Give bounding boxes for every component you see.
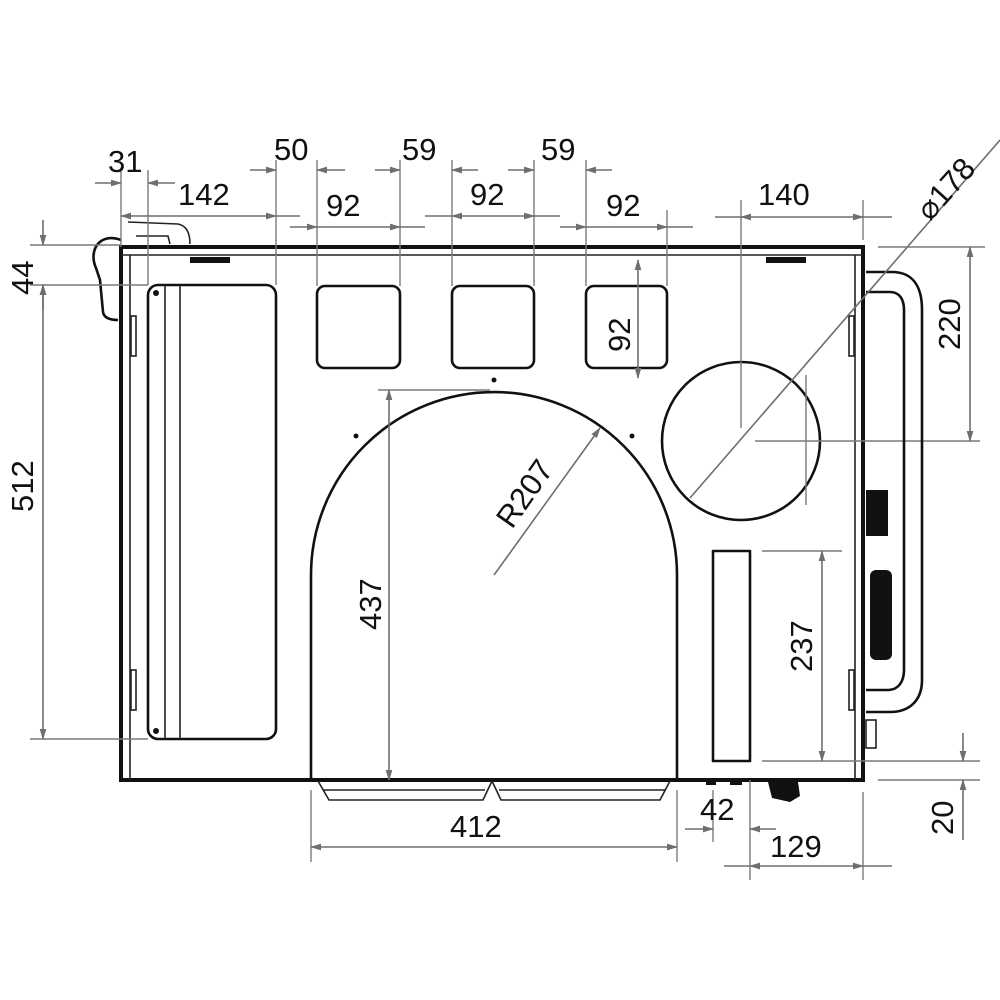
left-panel xyxy=(146,283,278,741)
dim-92-c: 92 xyxy=(606,188,640,223)
dim-140: 140 xyxy=(758,177,810,212)
dim-92-a: 92 xyxy=(326,188,360,223)
dim-92-vertical: 92 xyxy=(602,318,637,352)
right-handle xyxy=(865,270,924,749)
arch-outline xyxy=(309,390,679,780)
bottom-foot xyxy=(768,782,800,802)
dim-412: 412 xyxy=(450,809,502,844)
dim-129: 129 xyxy=(770,829,822,864)
arched-opening xyxy=(309,377,679,801)
top-clip-left xyxy=(190,257,230,263)
square-opening-3 xyxy=(584,284,669,370)
dimension-lines xyxy=(30,139,1000,880)
dim-92-b: 92 xyxy=(470,177,504,212)
dim-437: 437 xyxy=(353,578,388,630)
top-clip-right xyxy=(766,257,806,263)
square-opening-1 xyxy=(315,284,402,370)
dim-diameter-178: ⌀178 xyxy=(909,151,982,227)
dim-31: 31 xyxy=(108,144,142,179)
dim-42: 42 xyxy=(700,792,734,827)
vertical-slot xyxy=(711,549,752,763)
left-panel-opening xyxy=(146,283,278,741)
latch-upper xyxy=(866,490,888,536)
dim-512: 512 xyxy=(5,460,40,512)
bottom-tray xyxy=(317,779,671,801)
dim-142: 142 xyxy=(178,177,230,212)
dim-59-a: 59 xyxy=(402,132,436,167)
dim-50: 50 xyxy=(274,132,308,167)
dimension-labels: 31 142 50 92 59 92 59 92 140 ⌀178 44 512… xyxy=(5,132,982,864)
square-openings xyxy=(315,284,669,370)
square-opening-2 xyxy=(450,284,536,370)
dim-44: 44 xyxy=(5,261,40,295)
dim-r207: R207 xyxy=(489,453,560,534)
latch-lower xyxy=(870,570,892,660)
dim-237: 237 xyxy=(784,620,819,672)
dim-220: 220 xyxy=(932,298,967,350)
dim-20: 20 xyxy=(925,801,960,835)
left-handle xyxy=(92,221,191,322)
dim-59-b: 59 xyxy=(541,132,575,167)
round-opening xyxy=(660,200,980,522)
